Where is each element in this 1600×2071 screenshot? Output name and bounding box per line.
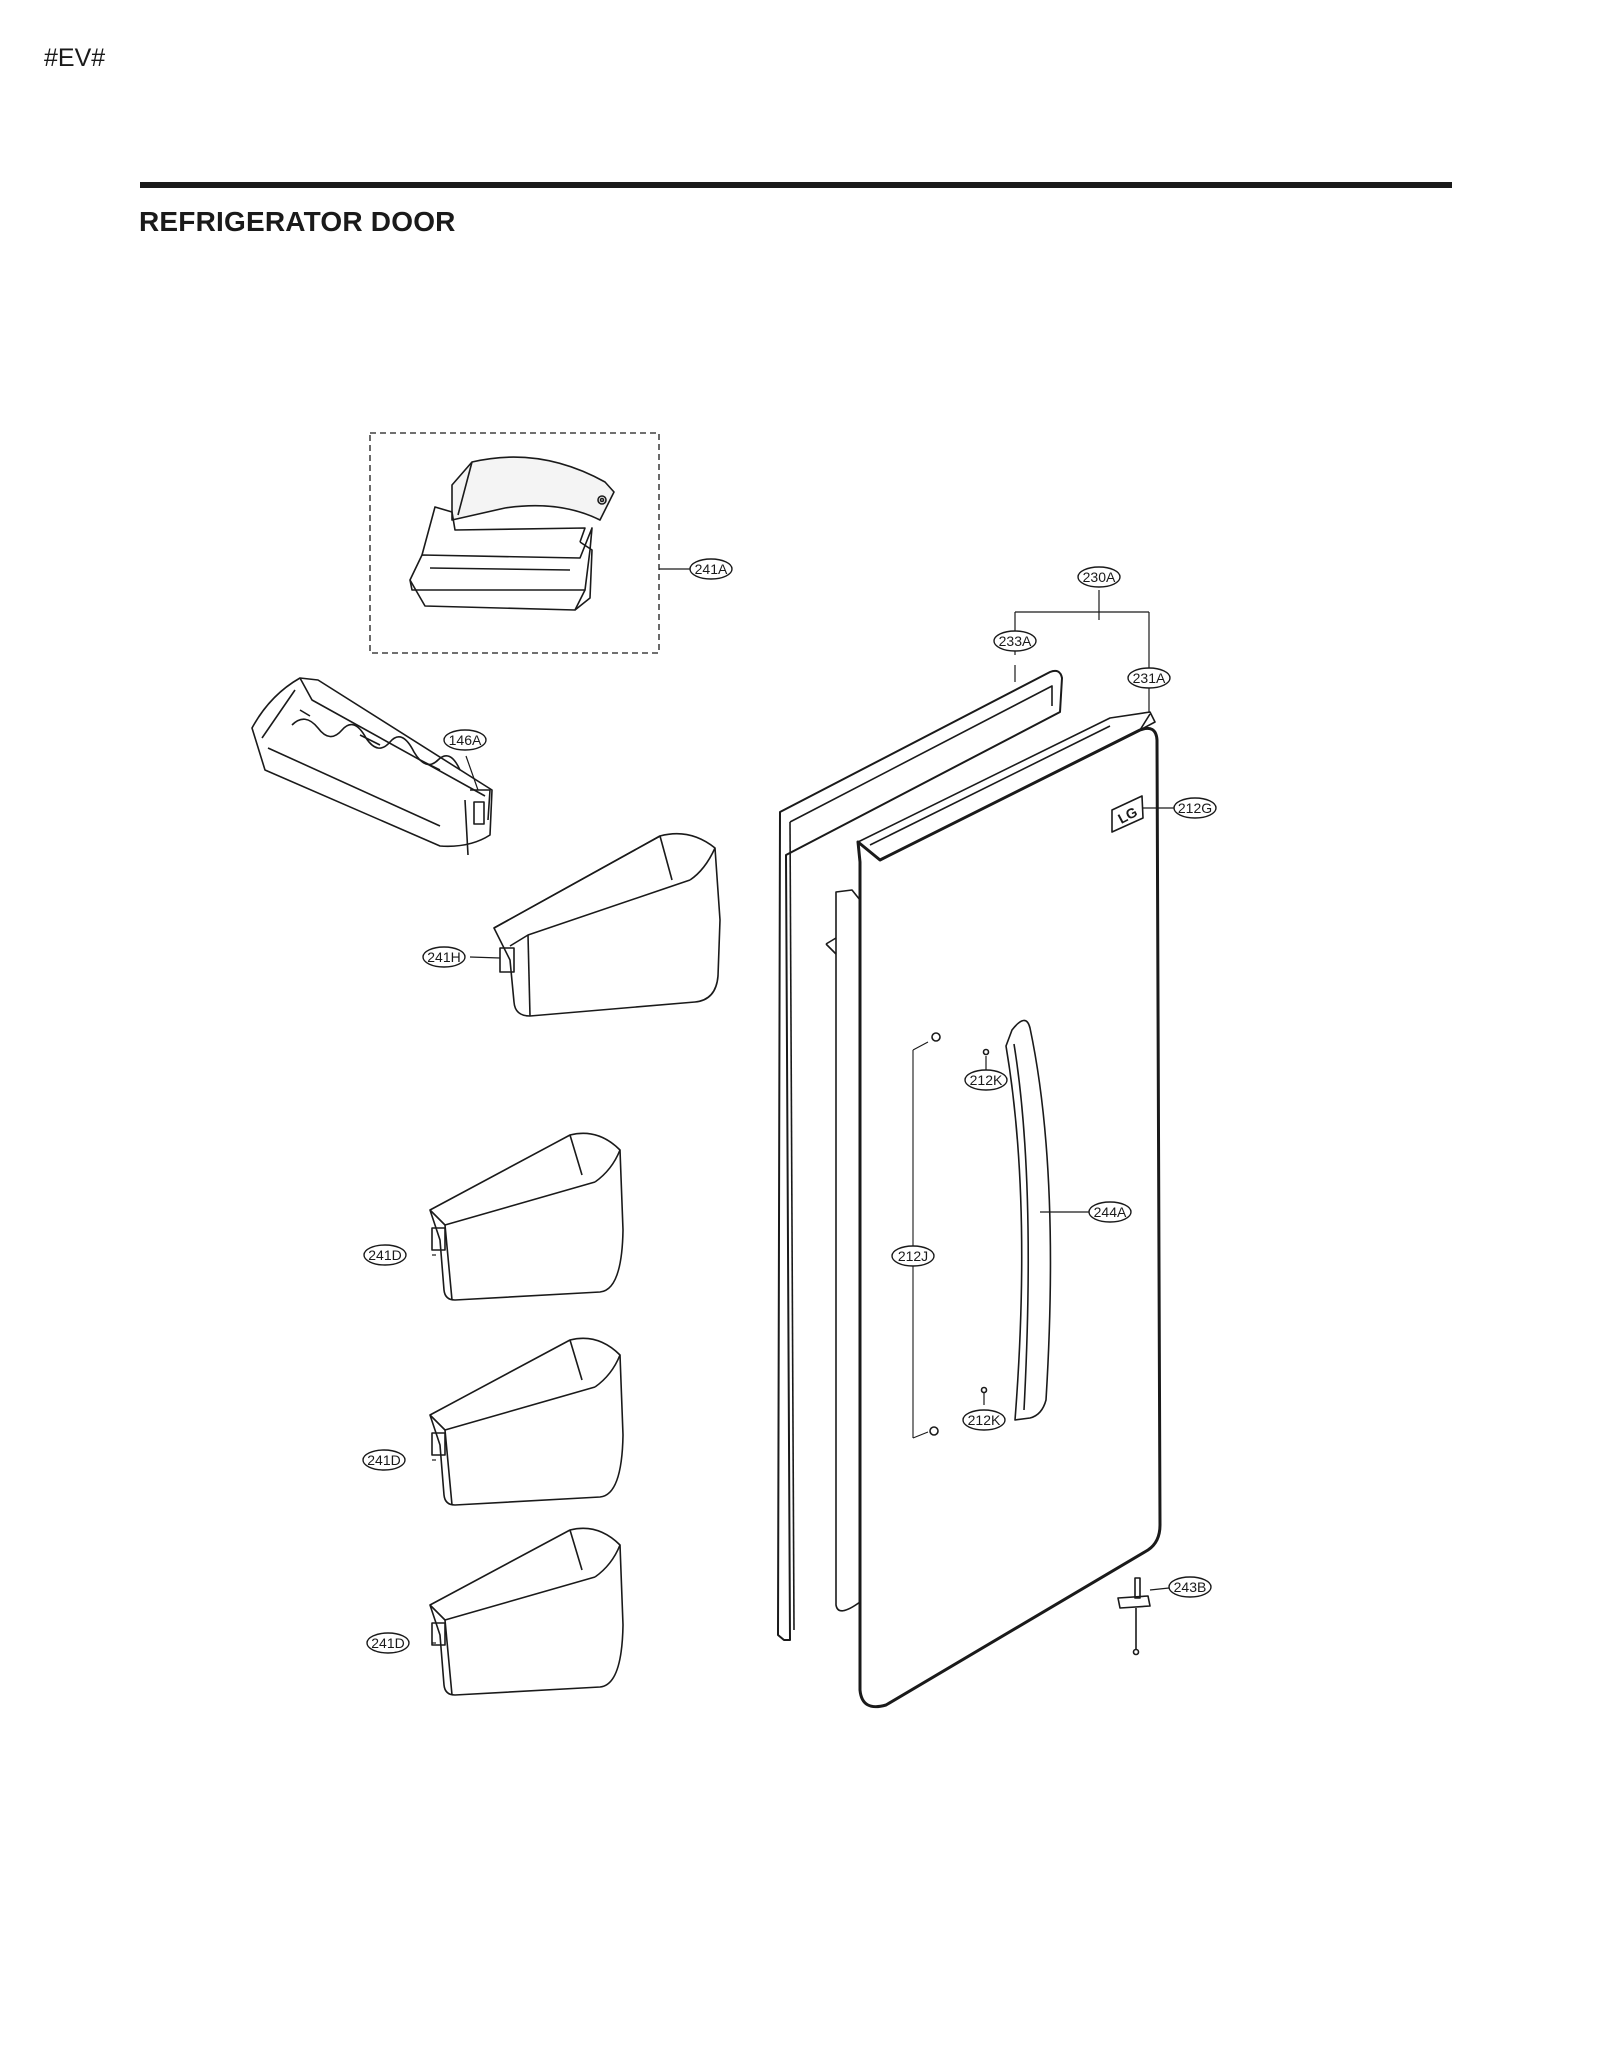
callout-243B: 243B xyxy=(1174,1579,1207,1595)
part-241D-drawing-1 xyxy=(429,1132,624,1301)
part-241D-drawing-3 xyxy=(429,1527,624,1696)
page-title: REFRIGERATOR DOOR xyxy=(139,206,456,237)
callout-241D-1: 241D xyxy=(368,1247,401,1263)
callout-212G: 212G xyxy=(1178,800,1212,816)
callout-244A: 244A xyxy=(1094,1204,1127,1220)
callout-241H: 241H xyxy=(427,949,460,965)
part-146A-drawing xyxy=(251,677,493,856)
callout-241A: 241A xyxy=(695,561,728,577)
callout-241D-3: 241D xyxy=(371,1635,404,1651)
callout-233A: 233A xyxy=(999,633,1032,649)
part-231A-door-drawing xyxy=(825,711,1162,1709)
callout-241D-2: 241D xyxy=(367,1452,400,1468)
page-code: #EV# xyxy=(44,44,106,72)
part-233A-gasket-drawing xyxy=(777,669,1063,1641)
part-241D-drawing-2 xyxy=(429,1337,624,1506)
callout-ovals xyxy=(362,558,1217,1654)
callout-146A: 146A xyxy=(449,732,482,748)
callout-212J: 212J xyxy=(898,1248,928,1264)
callout-212K-1: 212K xyxy=(970,1072,1003,1088)
callout-212K-2: 212K xyxy=(968,1412,1001,1428)
part-241H-drawing xyxy=(493,832,721,1017)
header-rule xyxy=(140,182,1452,188)
part-241A-drawing xyxy=(369,432,660,654)
callout-231A: 231A xyxy=(1133,670,1166,686)
callout-230A: 230A xyxy=(1083,569,1116,585)
